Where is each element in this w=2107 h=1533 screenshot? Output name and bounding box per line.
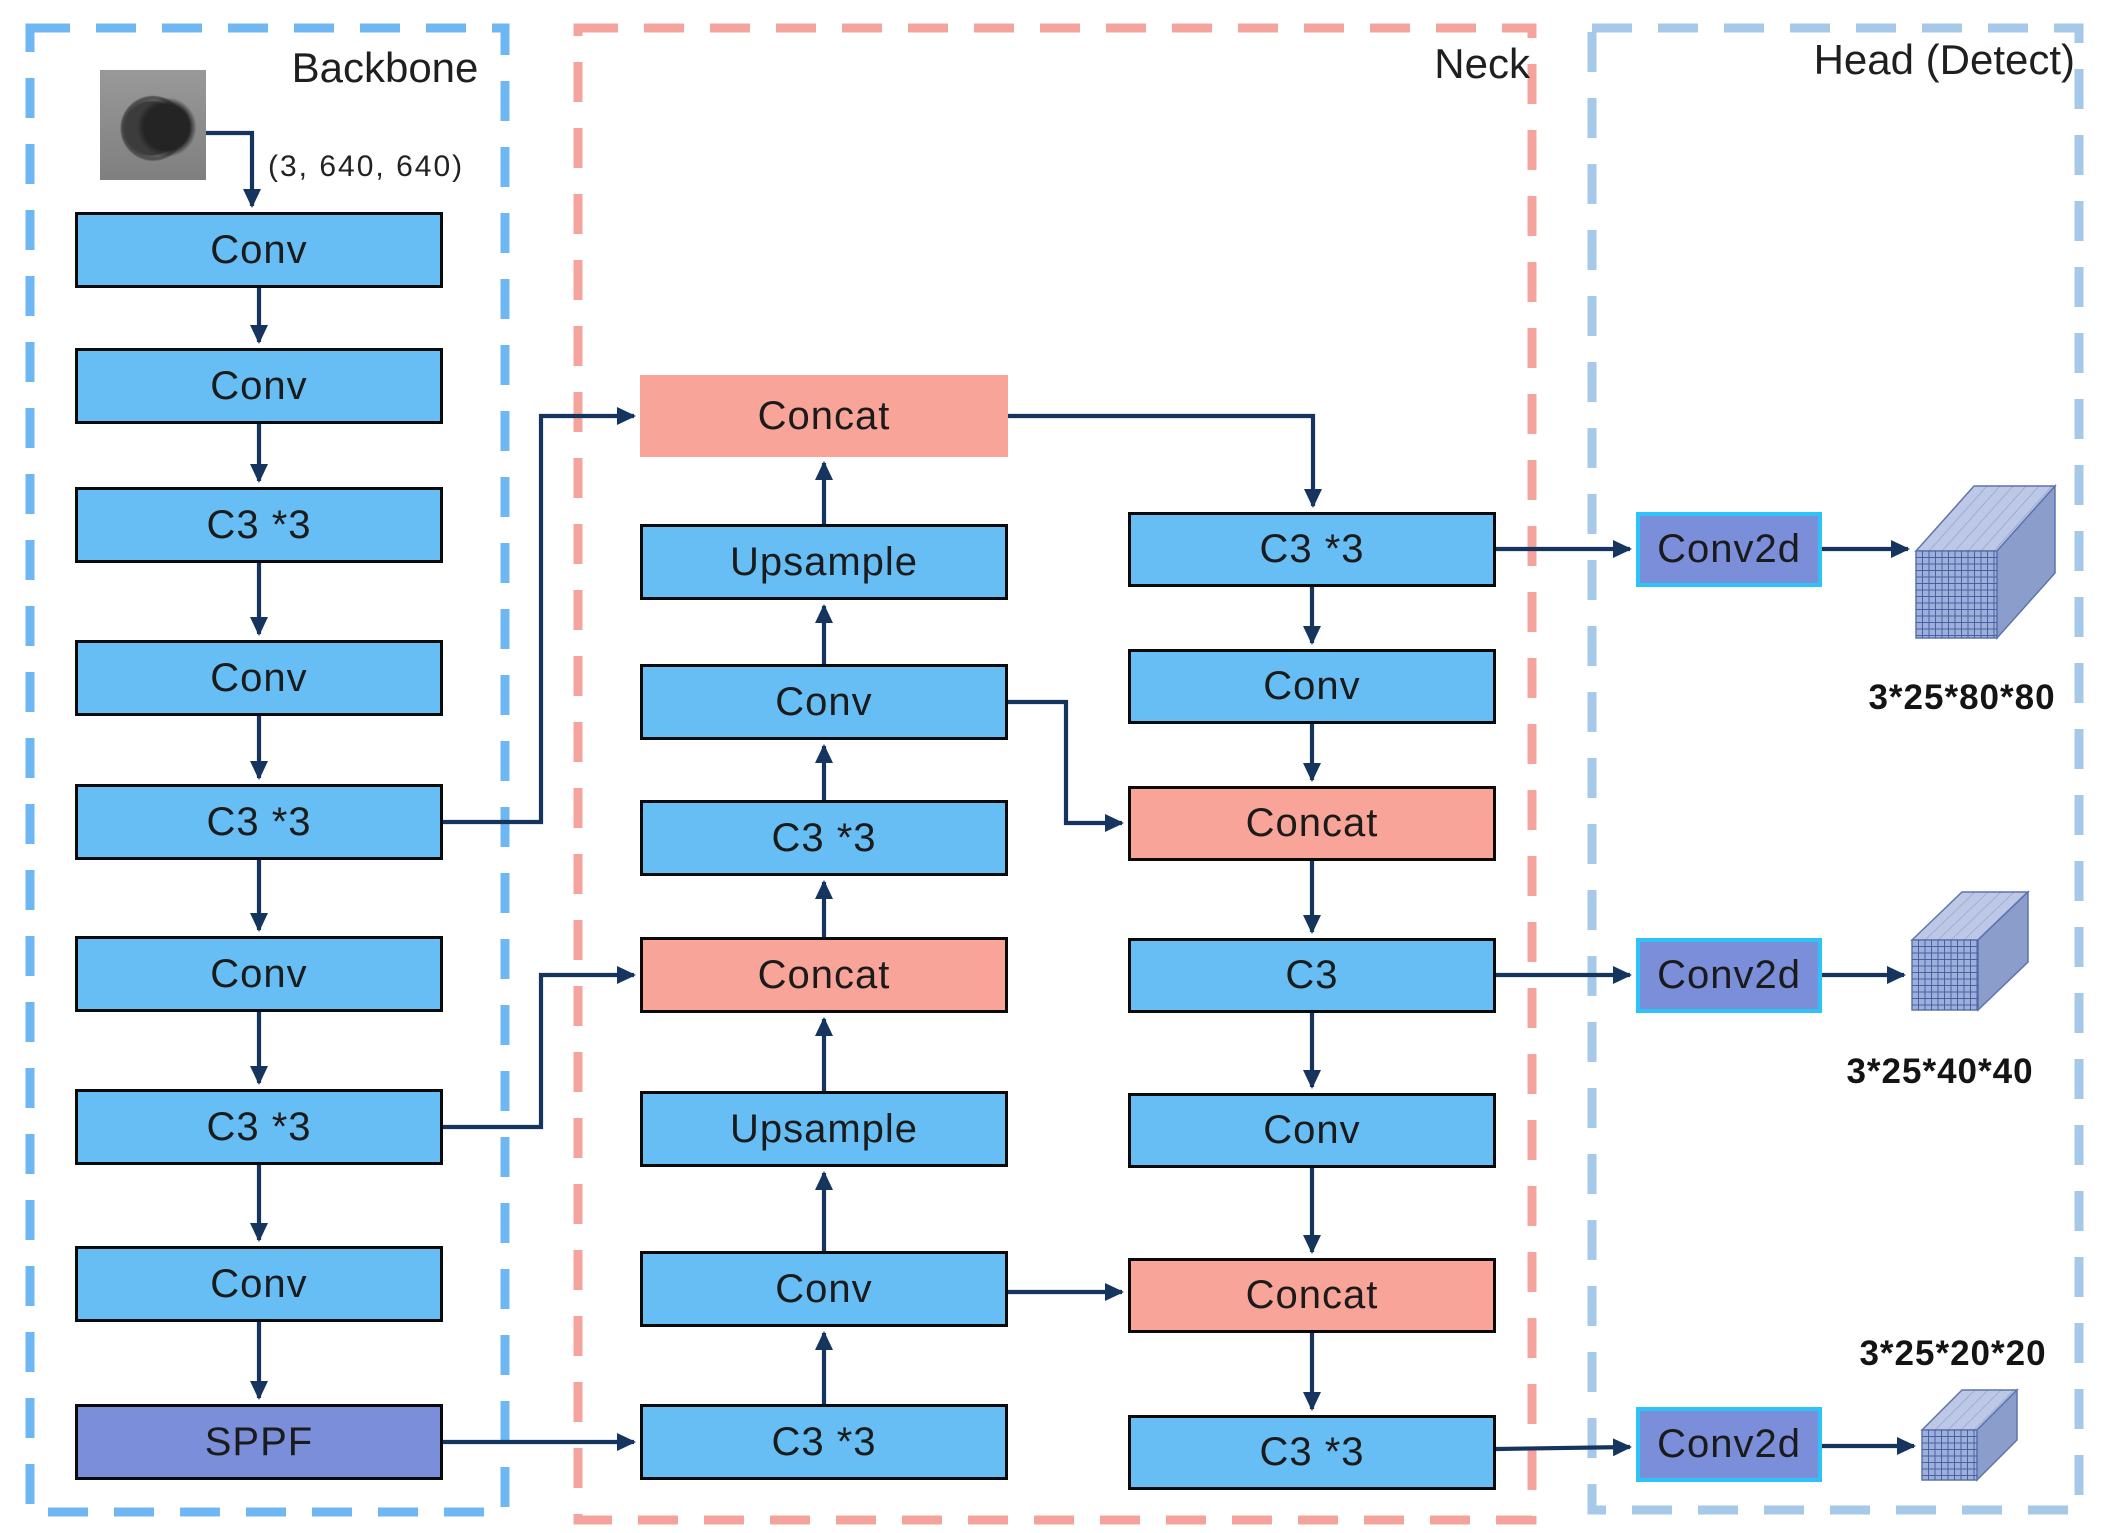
node-backbone-conv-2: Conv [75, 348, 443, 424]
node-backbone-c3-3: C3 *3 [75, 1089, 443, 1165]
node-neck-right-c3-3: C3 *3 [1128, 1415, 1496, 1490]
node-backbone-c3-2: C3 *3 [75, 784, 443, 860]
neck-section-border [573, 23, 1537, 1525]
head-section-title: Head (Detect) [1813, 36, 2075, 83]
node-neck-right-concat-2: Concat [1128, 1258, 1496, 1333]
input-sample-image [100, 70, 206, 180]
input-shape-label: (3, 640, 640) [268, 150, 465, 183]
node-neck-upsample-1: Upsample [640, 524, 1008, 600]
output-cube-1 [1914, 484, 2057, 640]
node-neck-right-c3-2: C3 [1128, 938, 1496, 1013]
edge-neck-conv-1-to-right-concat [1008, 699, 1124, 832]
edge-concat-top-to-right-c3 [1008, 413, 1322, 508]
node-neck-right-conv-1: Conv [1128, 649, 1496, 724]
node-head-conv2d-3: Conv2d [1636, 1407, 1822, 1482]
node-neck-right-conv-2: Conv [1128, 1093, 1496, 1168]
node-neck-concat-top: Concat [640, 375, 1008, 457]
output-cube-2 [1910, 890, 2030, 1012]
edge-bb-c3-2-to-concat-top [443, 407, 636, 825]
node-backbone-c3-1: C3 *3 [75, 487, 443, 563]
node-neck-right-concat-1: Concat [1128, 786, 1496, 861]
node-neck-concat-mid: Concat [640, 937, 1008, 1013]
backbone-section-title: Backbone [291, 44, 479, 91]
output-shape-label-3: 3*25*20*20 [1859, 1334, 2047, 1373]
node-neck-upsample-2: Upsample [640, 1091, 1008, 1167]
head-section-border [1587, 23, 2084, 1515]
node-backbone-conv-1: Conv [75, 212, 443, 288]
node-neck-conv-1: Conv [640, 664, 1008, 740]
node-neck-right-c3-1: C3 *3 [1128, 512, 1496, 587]
node-head-conv2d-2: Conv2d [1636, 938, 1822, 1013]
edge-right-c3-3-to-conv2d [1495, 1438, 1632, 1457]
edge-input-to-conv1 [205, 130, 261, 208]
node-neck-c3-2: C3 *3 [640, 1404, 1008, 1480]
edge-bb-c3-3-to-concat-mid [443, 966, 636, 1130]
neck-section-title: Neck [1434, 40, 1530, 87]
output-cube-3 [1920, 1388, 2019, 1482]
node-backbone-conv-4: Conv [75, 936, 443, 1012]
backbone-section-border [25, 23, 510, 1517]
node-neck-conv-2: Conv [640, 1251, 1008, 1327]
node-head-conv2d-1: Conv2d [1636, 512, 1822, 587]
output-shape-label-1: 3*25*80*80 [1868, 678, 2056, 717]
output-shape-label-2: 3*25*40*40 [1846, 1052, 2034, 1091]
node-backbone-sppf: SPPF [75, 1404, 443, 1480]
node-backbone-conv-3: Conv [75, 640, 443, 716]
node-neck-c3-1: C3 *3 [640, 800, 1008, 876]
node-backbone-conv-5: Conv [75, 1246, 443, 1322]
